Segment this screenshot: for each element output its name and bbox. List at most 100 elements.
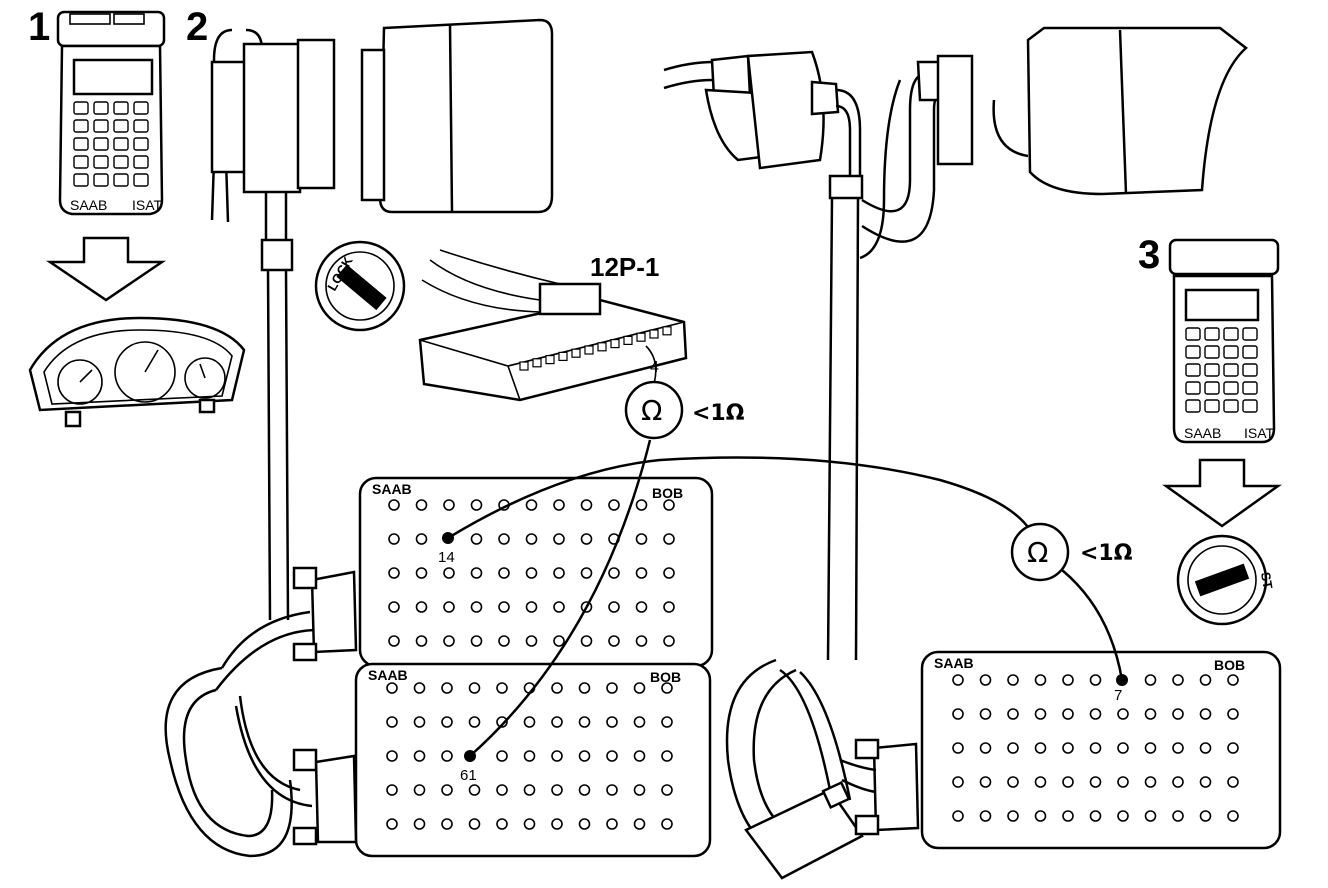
bob-hole bbox=[523, 716, 536, 728]
bob-hole bbox=[441, 682, 453, 694]
tester-key bbox=[1204, 363, 1220, 377]
step-1-label: 1 bbox=[28, 5, 50, 49]
tester-key bbox=[113, 173, 129, 187]
bob-name: BOB bbox=[652, 485, 683, 501]
tester-key bbox=[133, 173, 149, 187]
tester-key bbox=[1185, 345, 1201, 359]
bob-hole bbox=[661, 716, 673, 728]
bob-hole bbox=[525, 601, 538, 613]
tester-key bbox=[93, 173, 109, 187]
bob-hole bbox=[1034, 708, 1047, 720]
bob-hole bbox=[1199, 708, 1212, 720]
connector-label: 12P-1 bbox=[590, 252, 659, 282]
bob-hole bbox=[661, 784, 673, 796]
bob-hole bbox=[1227, 674, 1239, 686]
bob-hole bbox=[580, 533, 593, 545]
tester-key bbox=[113, 119, 129, 133]
bob-hole bbox=[523, 750, 536, 762]
bob-hole bbox=[580, 499, 593, 511]
instrument-cluster bbox=[28, 316, 246, 428]
bob-hole bbox=[1089, 708, 1102, 720]
bob-hole bbox=[413, 750, 426, 762]
tester-key bbox=[1242, 399, 1258, 413]
bob-holes bbox=[388, 499, 675, 647]
bob-hole bbox=[606, 750, 618, 762]
bob-hole bbox=[952, 674, 964, 686]
bob-hole bbox=[1172, 708, 1184, 720]
resistance-reading: <1Ω bbox=[1080, 541, 1133, 566]
bob-hole bbox=[468, 818, 481, 830]
bob-hole bbox=[952, 776, 964, 788]
bob-hole bbox=[952, 742, 964, 754]
tester-key bbox=[1204, 327, 1220, 341]
tester-key bbox=[113, 155, 129, 169]
bob-brand: SAAB bbox=[368, 667, 408, 683]
bob-hole bbox=[661, 682, 673, 694]
bob-hole bbox=[498, 567, 510, 579]
bob-hole bbox=[1062, 742, 1074, 754]
step-2-label: 2 bbox=[186, 5, 208, 49]
bob-hole bbox=[1144, 810, 1157, 822]
bob-hole bbox=[413, 716, 426, 728]
ohm-symbol: Ω bbox=[641, 394, 662, 427]
tester-key bbox=[1242, 381, 1258, 395]
connector-pin bbox=[545, 355, 555, 365]
connector-pin bbox=[636, 332, 646, 342]
bob-pin-label: 7 bbox=[1114, 687, 1122, 704]
bob-hole bbox=[441, 784, 453, 796]
bob-hole bbox=[633, 750, 646, 762]
bob-hole bbox=[553, 635, 565, 647]
bob-hole bbox=[525, 533, 538, 545]
tester-key bbox=[113, 101, 129, 115]
wire-meter-to-pin7 bbox=[1061, 569, 1124, 681]
bob-hole bbox=[1089, 810, 1102, 822]
right-control-module bbox=[1026, 26, 1248, 196]
bob-hole bbox=[979, 742, 992, 754]
bob-hole bbox=[580, 567, 593, 579]
step-1-tester: 1 SAAB ISAT bbox=[28, 5, 167, 302]
bob-hole bbox=[470, 499, 483, 511]
bob-hole bbox=[606, 682, 618, 694]
tester-screen bbox=[72, 58, 154, 96]
tester-key bbox=[73, 101, 89, 115]
bob-hole bbox=[1007, 742, 1019, 754]
bob-hole bbox=[1227, 776, 1239, 788]
control-module bbox=[378, 18, 554, 214]
bob-hole bbox=[979, 810, 992, 822]
connector-12p-1: 12P-1 4 bbox=[418, 249, 688, 402]
bob-hole bbox=[1034, 776, 1047, 788]
bob-hole bbox=[468, 716, 481, 728]
bob-pin-label: 14 bbox=[438, 549, 455, 566]
ohmmeter-right: Ω <1Ω bbox=[1010, 522, 1133, 582]
bob-hole bbox=[443, 499, 455, 511]
bob-hole bbox=[635, 567, 648, 579]
bob-hole bbox=[498, 601, 510, 613]
bob-hole bbox=[386, 716, 398, 728]
bob-hole bbox=[1199, 810, 1212, 822]
bob-hole bbox=[415, 499, 428, 511]
bob-hole bbox=[386, 818, 398, 830]
connector-pin bbox=[584, 345, 594, 355]
bob-hole bbox=[1089, 776, 1102, 788]
bob-hole bbox=[952, 810, 964, 822]
step-2-connection: 2 bbox=[186, 5, 554, 621]
bob-hole bbox=[413, 818, 426, 830]
bob-hole bbox=[551, 818, 563, 830]
bob-hole bbox=[1227, 742, 1239, 754]
tester-key bbox=[1204, 345, 1220, 359]
bob-hole bbox=[415, 567, 428, 579]
connector-pin bbox=[662, 326, 672, 336]
bob-hole bbox=[1227, 708, 1239, 720]
bob-hole bbox=[1172, 742, 1184, 754]
bob-hole bbox=[525, 499, 538, 511]
tester-model: ISAT bbox=[1244, 425, 1275, 441]
bob-hole bbox=[388, 635, 400, 647]
bob-hole bbox=[1144, 776, 1157, 788]
bob-hole bbox=[606, 818, 618, 830]
bob-hole bbox=[1034, 742, 1047, 754]
bob-hole bbox=[578, 818, 591, 830]
bob-hole bbox=[1144, 708, 1157, 720]
bob-hole bbox=[443, 567, 455, 579]
bob-hole bbox=[580, 635, 593, 647]
tester-key bbox=[1223, 327, 1239, 341]
